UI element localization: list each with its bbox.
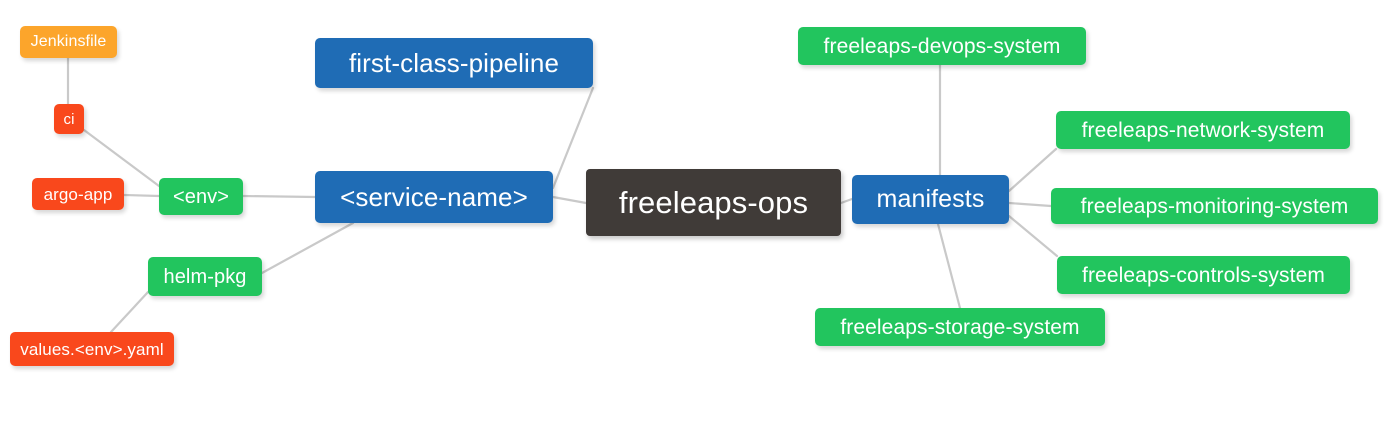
edge-helm-values <box>109 290 150 334</box>
edge-env-argo <box>122 193 161 198</box>
node-freeleaps-monitoring-system[interactable]: freeleaps-monitoring-system <box>1051 188 1378 224</box>
node-label-service-name: <service-name> <box>340 182 528 212</box>
node-label-manifests: manifests <box>876 185 985 213</box>
node-label-values-yaml: values.<env>.yaml <box>20 339 164 359</box>
node-label-helm-pkg: helm-pkg <box>163 265 247 288</box>
node-freeleaps-network-system[interactable]: freeleaps-network-system <box>1056 111 1350 149</box>
node-freeleaps-storage-system[interactable]: freeleaps-storage-system <box>815 308 1105 346</box>
node-values-yaml[interactable]: values.<env>.yaml <box>10 332 174 366</box>
edge-manifests-controls <box>1007 214 1059 258</box>
node-helm-pkg[interactable]: helm-pkg <box>148 257 262 296</box>
node-label-freeleaps-controls-system: freeleaps-controls-system <box>1082 263 1325 287</box>
node-ci[interactable]: ci <box>54 104 84 134</box>
node-freeleaps-ops[interactable]: freeleaps-ops <box>586 169 841 236</box>
edge-service-env <box>241 194 317 199</box>
node-label-freeleaps-storage-system: freeleaps-storage-system <box>840 315 1080 339</box>
edge-manifests-monitoring <box>1007 201 1053 208</box>
node-label-freeleaps-devops-system: freeleaps-devops-system <box>823 34 1061 58</box>
node-label-freeleaps-ops: freeleaps-ops <box>618 185 809 220</box>
edge-ops-manifests <box>839 197 854 205</box>
node-label-jenkinsfile: Jenkinsfile <box>30 33 107 50</box>
node-first-class-pipeline[interactable]: first-class-pipeline <box>315 38 593 88</box>
node-service-name[interactable]: <service-name> <box>315 171 553 223</box>
node-label-freeleaps-monitoring-system: freeleaps-monitoring-system <box>1080 194 1349 218</box>
node-freeleaps-controls-system[interactable]: freeleaps-controls-system <box>1057 256 1350 294</box>
edge-ops-service <box>551 195 588 205</box>
node-env[interactable]: <env> <box>159 178 243 215</box>
node-label-argo-app: argo-app <box>43 184 113 204</box>
node-argo-app[interactable]: argo-app <box>32 178 124 210</box>
edge-service-helm <box>260 221 355 275</box>
node-label-env: <env> <box>172 185 230 208</box>
edge-manifests-storage <box>936 222 962 310</box>
node-label-ci: ci <box>63 110 75 128</box>
node-freeleaps-devops-system[interactable]: freeleaps-devops-system <box>798 27 1086 65</box>
node-manifests[interactable]: manifests <box>852 175 1009 224</box>
node-label-freeleaps-network-system: freeleaps-network-system <box>1081 118 1325 142</box>
edge-manifests-network <box>1007 147 1058 193</box>
node-label-first-class-pipeline: first-class-pipeline <box>348 48 560 78</box>
node-jenkinsfile[interactable]: Jenkinsfile <box>20 26 117 58</box>
